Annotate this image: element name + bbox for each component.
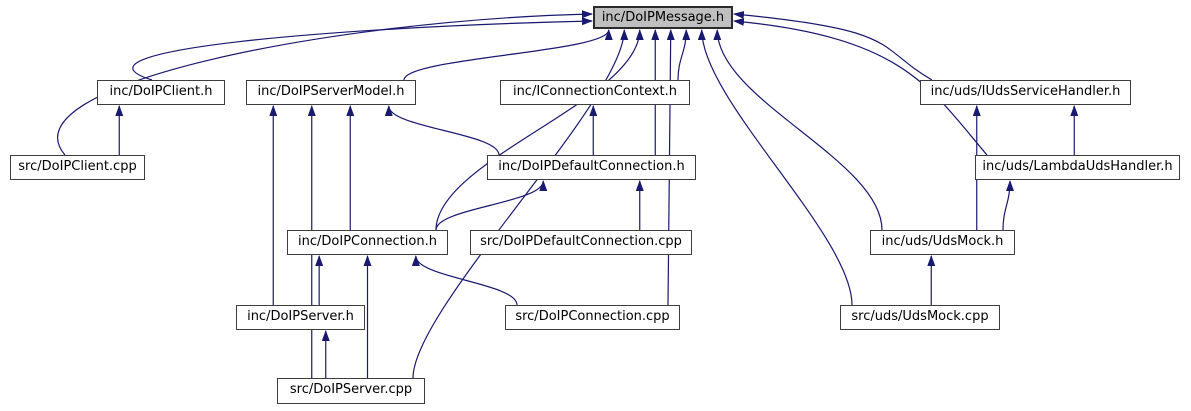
edge-server_cpp-to-msg [412, 29, 629, 379]
edge-udsmock_h-to-lambdauds_h [1002, 180, 1014, 231]
edge-conn_h-to-msg [435, 29, 644, 231]
edge-lambdauds_h-to-msg [733, 17, 988, 156]
edge-client_h-to-msg [132, 17, 593, 81]
node-inc-uds-udsmock-h[interactable]: inc/uds/UdsMock.h [870, 230, 1015, 255]
node-src-doipclient-cpp[interactable]: src/DoIPClient.cpp [10, 155, 145, 180]
node-inc-doipdefaultconnection-h[interactable]: inc/DoIPDefaultConnection.h [487, 155, 696, 180]
edge-defaultconn_h-to-servermodel_h [384, 105, 500, 156]
node-inc-doipconnection-h[interactable]: inc/DoIPConnection.h [287, 230, 448, 255]
edge-udsmock_cpp-to-msg [697, 29, 853, 306]
node-src-doipserver-cpp[interactable]: src/DoIPServer.cpp [277, 378, 425, 404]
node-inc-iconnectioncontext-h[interactable]: inc/IConnectionContext.h [500, 80, 690, 105]
node-inc-doipservermodel-h[interactable]: inc/DoIPServerModel.h [246, 80, 416, 105]
node-inc-doipserver-h[interactable]: inc/DoIPServer.h [236, 305, 365, 330]
edge-conn_cpp-to-conn_h [411, 255, 518, 306]
edge-conn_h-to-defaultconn_h [435, 180, 548, 231]
node-inc-doipmessage-h[interactable]: inc/DoIPMessage.h [593, 6, 733, 29]
node-inc-doipclient-h[interactable]: inc/DoIPClient.h [97, 80, 225, 105]
edge-udsmock_h-to-msg [713, 29, 883, 231]
node-inc-uds-iudsservicehandler-h[interactable]: inc/uds/IUdsServiceHandler.h [920, 80, 1131, 105]
edge-iconncontext_h-to-msg [677, 29, 691, 81]
node-src-doipdefaultconnection-cpp[interactable]: src/DoIPDefaultConnection.cpp [470, 230, 692, 255]
edge-iudshandler_h-to-msg [733, 10, 933, 81]
node-inc-uds-lambdaudshandler-h[interactable]: inc/uds/LambdaUdsHandler.h [975, 155, 1180, 180]
node-src-uds-udsmock-cpp[interactable]: src/uds/UdsMock.cpp [840, 305, 1000, 330]
edge-client_cpp-to-msg [57, 10, 593, 156]
node-src-doipconnection-cpp[interactable]: src/DoIPConnection.cpp [505, 305, 680, 330]
edge-servermodel_h-to-msg [403, 29, 613, 81]
